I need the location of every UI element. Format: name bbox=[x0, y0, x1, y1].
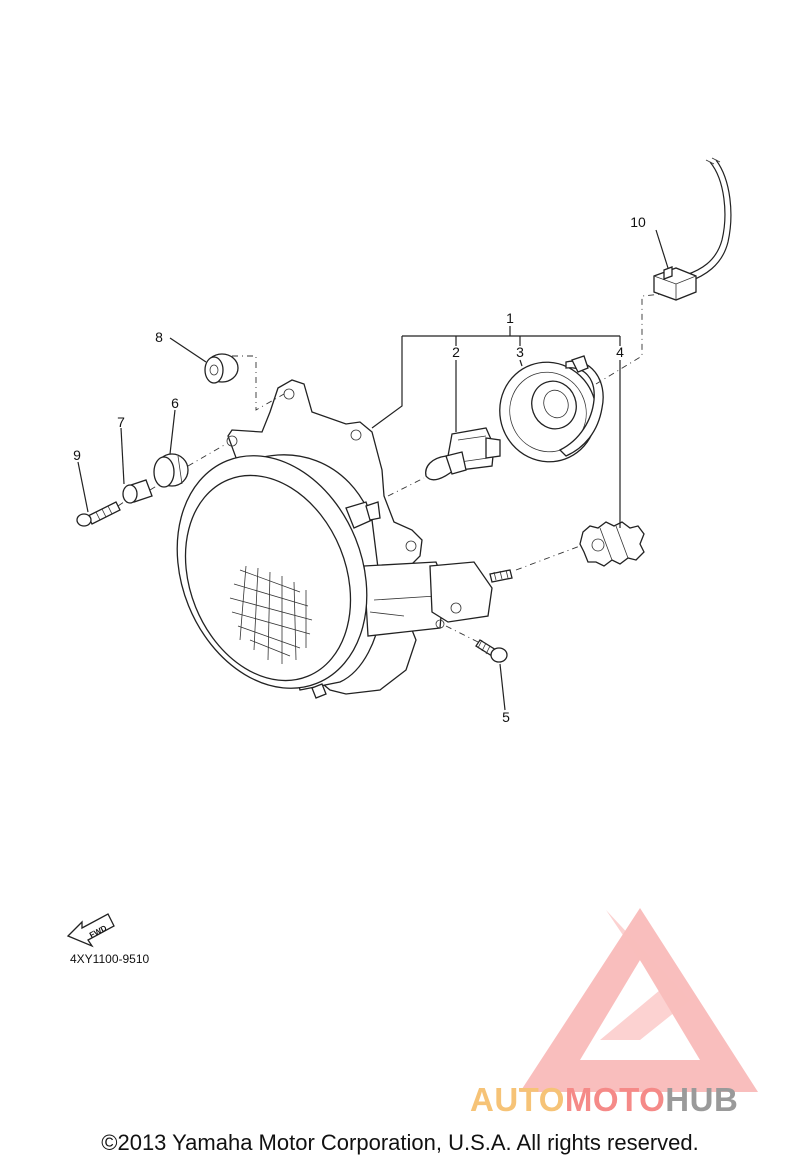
watermark-logo-icon bbox=[520, 908, 758, 1092]
headlight-unit-part-1 bbox=[176, 379, 513, 699]
part-label-9: 9 bbox=[73, 447, 81, 463]
watermark-segment-hub: HUB bbox=[665, 1081, 739, 1118]
part-label-3: 3 bbox=[516, 344, 524, 360]
part-label-4: 4 bbox=[616, 344, 624, 360]
part-label-2: 2 bbox=[452, 344, 460, 360]
fwd-arrow-icon: FWD bbox=[66, 913, 115, 948]
grommet-part-8 bbox=[204, 353, 239, 384]
leader-lines bbox=[77, 229, 669, 711]
part-label-8: 8 bbox=[155, 329, 163, 345]
grommet-part-6 bbox=[153, 453, 189, 488]
part-label-10: 10 bbox=[630, 214, 646, 230]
watermark-segment-auto: AUTO bbox=[470, 1081, 565, 1118]
part-label-7: 7 bbox=[117, 414, 125, 430]
bulb-socket-part-4 bbox=[579, 521, 645, 567]
drawing-code: 4XY1100-9510 bbox=[70, 952, 150, 966]
screw-part-5 bbox=[475, 639, 508, 663]
watermark-text: AUTOMOTOHUB bbox=[470, 1082, 738, 1118]
part-label-5: 5 bbox=[502, 709, 510, 725]
bulb-part-2 bbox=[425, 427, 501, 481]
part-label-6: 6 bbox=[171, 395, 179, 411]
connector-part-10 bbox=[653, 157, 732, 301]
part-label-1: 1 bbox=[506, 310, 514, 326]
assembly-lines bbox=[117, 293, 663, 643]
bolt-part-9 bbox=[76, 501, 121, 527]
bulb-cover-part-3 bbox=[499, 355, 604, 463]
collar-part-7 bbox=[122, 479, 153, 504]
copyright-notice: ©2013 Yamaha Motor Corporation, U.S.A. A… bbox=[101, 1130, 699, 1155]
watermark-segment-moto: MOTO bbox=[564, 1081, 666, 1118]
